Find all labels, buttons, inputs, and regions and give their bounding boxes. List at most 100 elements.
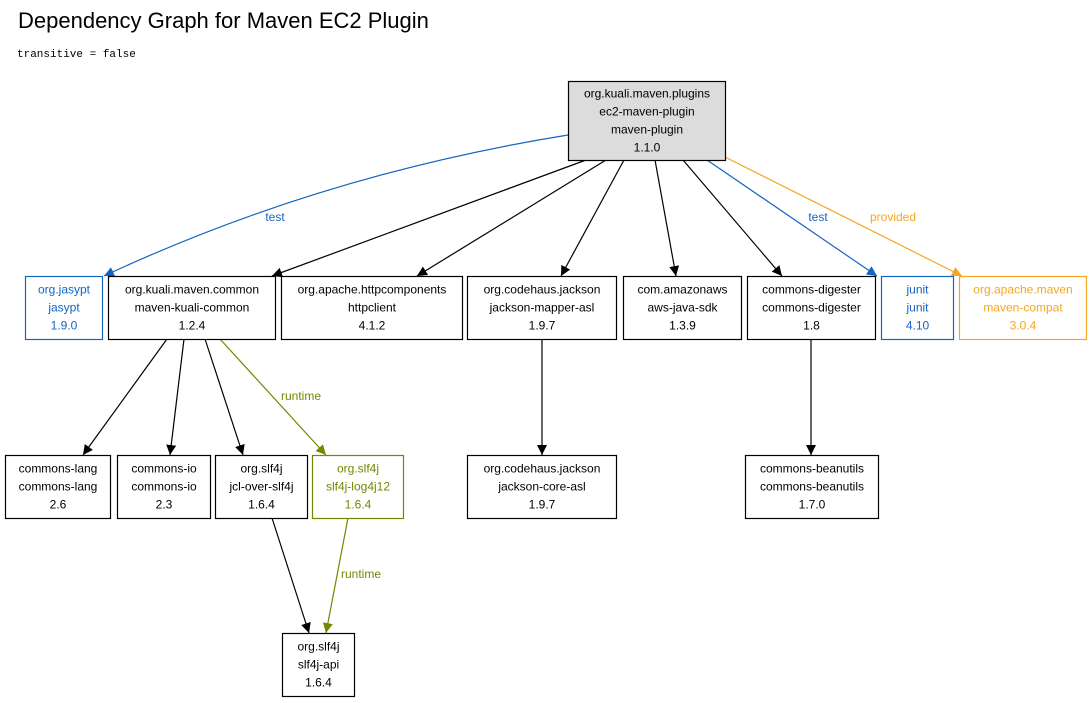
node-box-jasypt bbox=[24, 275, 104, 341]
edge-label-root-to-maven-compat: provided bbox=[870, 210, 916, 224]
node-box-slf4j-api bbox=[281, 632, 356, 698]
node-line-digester-0: commons-digester bbox=[762, 283, 861, 297]
node-line-aws-sdk-1: aws-java-sdk bbox=[647, 301, 718, 315]
node-commons-io: commons-io commons-io 2.3 bbox=[116, 454, 212, 520]
node-line-jasypt-0: org.jasypt bbox=[38, 283, 91, 297]
node-line-slf4j-log4j12-1: slf4j-log4j12 bbox=[326, 480, 390, 494]
node-line-root-3: 1.1.0 bbox=[634, 141, 661, 155]
node-line-kuali-common-2: 1.2.4 bbox=[179, 319, 206, 333]
node-jackson-mapper: org.codehaus.jackson jackson-mapper-asl 1.… bbox=[466, 275, 618, 341]
node-line-root-2: maven-plugin bbox=[611, 123, 683, 137]
node-line-commons-io-0: commons-io bbox=[131, 462, 197, 476]
edge-root-to-digester bbox=[682, 159, 783, 277]
node-box-junit bbox=[880, 275, 955, 341]
node-slf4j-api: org.slf4j slf4j-api 1.6.4 bbox=[281, 632, 356, 698]
edge-kuali-common-to-commons-io bbox=[166, 338, 185, 456]
node-line-maven-compat-1: maven-compat bbox=[983, 301, 1063, 315]
edge-kuali-common-to-jcl-over-slf4j bbox=[204, 338, 245, 456]
node-line-slf4j-api-1: slf4j-api bbox=[298, 658, 339, 672]
node-box-kuali-common bbox=[107, 275, 277, 341]
node-root: org.kuali.maven.pluginsec2-maven-pluginm… bbox=[567, 80, 727, 162]
node-box-root bbox=[567, 80, 727, 162]
node-junit: junit junit 4.10 bbox=[880, 275, 955, 341]
node-line-jcl-over-slf4j-0: org.slf4j bbox=[240, 462, 282, 476]
node-line-httpclient-1: httpclient bbox=[348, 301, 397, 315]
node-box-commons-lang bbox=[4, 454, 112, 520]
node-line-junit-1: junit bbox=[905, 301, 929, 315]
node-box-jackson-mapper bbox=[466, 275, 618, 341]
node-line-jackson-mapper-2: 1.9.7 bbox=[529, 319, 556, 333]
node-line-slf4j-api-0: org.slf4j bbox=[297, 640, 339, 654]
node-box-aws-sdk bbox=[622, 275, 743, 341]
node-line-jackson-mapper-1: jackson-mapper-asl bbox=[489, 301, 595, 315]
node-line-httpclient-2: 4.1.2 bbox=[359, 319, 386, 333]
node-line-digester-2: 1.8 bbox=[803, 319, 820, 333]
nodes-layer: org.kuali.maven.pluginsec2-maven-pluginm… bbox=[4, 80, 1088, 698]
edge-root-to-aws-sdk bbox=[654, 159, 680, 277]
node-line-root-1: ec2-maven-plugin bbox=[599, 105, 694, 119]
edge-root-to-jasypt bbox=[103, 134, 569, 277]
node-line-commons-lang-0: commons-lang bbox=[19, 462, 98, 476]
node-box-commons-io bbox=[116, 454, 212, 520]
node-httpclient: org.apache.httpcomponents httpclient 4.1.2 bbox=[280, 275, 464, 341]
node-maven-compat: org.apache.maven maven-compat 3.0.4 bbox=[958, 275, 1088, 341]
node-line-beanutils-1: commons-beanutils bbox=[760, 480, 864, 494]
edge-root-to-httpclient bbox=[416, 159, 607, 277]
node-digester: commons-digester commons-digester 1.8 bbox=[746, 275, 877, 341]
edge-root-to-junit bbox=[706, 159, 878, 277]
edge-root-to-maven-compat bbox=[724, 156, 963, 277]
edge-label-slf4j-log4j12-to-slf4j-api: runtime bbox=[341, 567, 381, 581]
node-line-aws-sdk-0: com.amazonaws bbox=[637, 283, 727, 297]
node-box-httpclient bbox=[280, 275, 464, 341]
node-line-commons-lang-2: 2.6 bbox=[50, 498, 67, 512]
node-line-beanutils-0: commons-beanutils bbox=[760, 462, 864, 476]
node-aws-sdk: com.amazonaws aws-java-sdk 1.3.9 bbox=[622, 275, 743, 341]
node-line-slf4j-log4j12-2: 1.6.4 bbox=[345, 498, 372, 512]
node-box-digester bbox=[746, 275, 877, 341]
node-line-maven-compat-0: org.apache.maven bbox=[973, 283, 1072, 297]
node-jcl-over-slf4j: org.slf4j jcl-over-slf4j 1.6.4 bbox=[214, 454, 309, 520]
node-line-jcl-over-slf4j-2: 1.6.4 bbox=[248, 498, 275, 512]
node-line-jcl-over-slf4j-1: jcl-over-slf4j bbox=[228, 480, 293, 494]
node-line-commons-lang-1: commons-lang bbox=[19, 480, 98, 494]
node-line-httpclient-0: org.apache.httpcomponents bbox=[298, 283, 447, 297]
node-line-beanutils-2: 1.7.0 bbox=[799, 498, 826, 512]
node-box-maven-compat bbox=[958, 275, 1088, 341]
node-line-kuali-common-1: maven-kuali-common bbox=[135, 301, 250, 315]
node-box-beanutils bbox=[744, 454, 880, 520]
node-kuali-common: org.kuali.maven.common maven-kuali-common… bbox=[107, 275, 277, 341]
node-line-jasypt-2: 1.9.0 bbox=[51, 319, 78, 333]
edge-root-to-jackson-mapper bbox=[560, 159, 625, 277]
edge-kuali-common-to-slf4j-log4j12 bbox=[219, 338, 327, 456]
node-beanutils: commons-beanutils commons-beanutils 1.7.0 bbox=[744, 454, 880, 520]
node-line-junit-2: 4.10 bbox=[906, 319, 930, 333]
edge-label-kuali-common-to-slf4j-log4j12: runtime bbox=[281, 389, 321, 403]
node-line-digester-1: commons-digester bbox=[762, 301, 861, 315]
node-line-jackson-core-2: 1.9.7 bbox=[529, 498, 556, 512]
node-line-commons-io-2: 2.3 bbox=[156, 498, 173, 512]
node-line-slf4j-api-2: 1.6.4 bbox=[305, 676, 332, 690]
diagram-title: Dependency Graph for Maven EC2 Plugin bbox=[18, 8, 429, 33]
node-line-jackson-core-0: org.codehaus.jackson bbox=[484, 462, 601, 476]
node-line-commons-io-1: commons-io bbox=[131, 480, 197, 494]
node-line-junit-0: junit bbox=[905, 283, 929, 297]
edge-kuali-common-to-commons-lang bbox=[82, 338, 168, 456]
node-box-jackson-core bbox=[466, 454, 618, 520]
node-line-kuali-common-0: org.kuali.maven.common bbox=[125, 283, 259, 297]
node-line-maven-compat-2: 3.0.4 bbox=[1010, 319, 1037, 333]
node-line-jasypt-1: jasypt bbox=[47, 301, 80, 315]
edge-jcl-over-slf4j-to-slf4j-api bbox=[271, 517, 311, 634]
node-line-jackson-mapper-0: org.codehaus.jackson bbox=[484, 283, 601, 297]
edge-slf4j-log4j12-to-slf4j-api bbox=[322, 517, 349, 634]
node-line-aws-sdk-2: 1.3.9 bbox=[669, 319, 696, 333]
node-commons-lang: commons-lang commons-lang 2.6 bbox=[4, 454, 112, 520]
diagram-subtitle: transitive = false bbox=[17, 49, 136, 61]
node-line-slf4j-log4j12-0: org.slf4j bbox=[337, 462, 379, 476]
edge-root-to-kuali-common bbox=[271, 159, 587, 278]
node-box-slf4j-log4j12 bbox=[311, 454, 405, 520]
node-slf4j-log4j12: org.slf4j slf4j-log4j12 1.6.4 bbox=[311, 454, 405, 520]
node-box-jcl-over-slf4j bbox=[214, 454, 309, 520]
node-jasypt: org.jasypt jasypt 1.9.0 bbox=[24, 275, 104, 341]
